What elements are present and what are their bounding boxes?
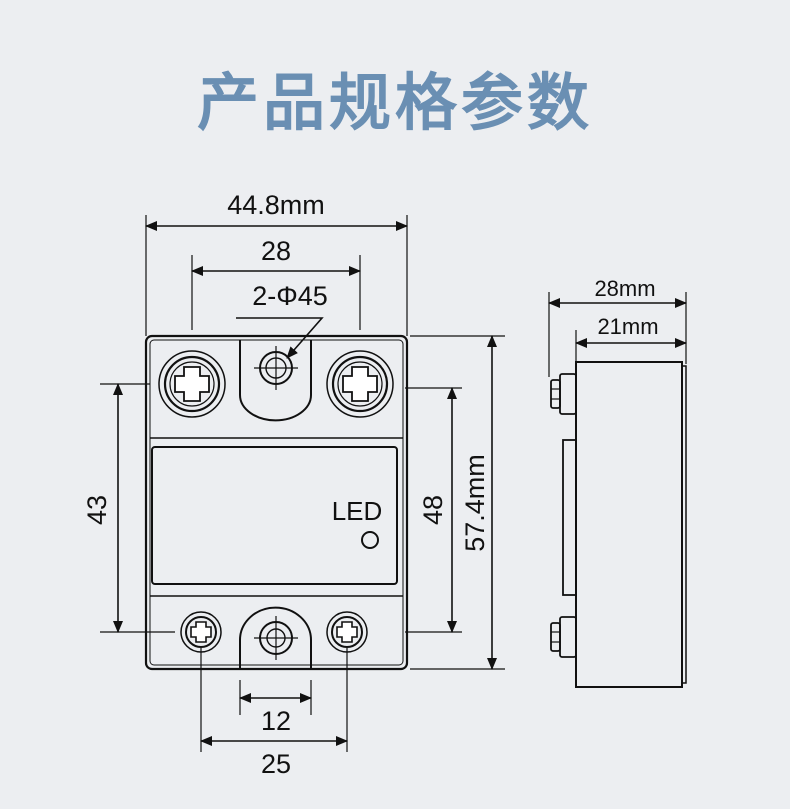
side-screw-bottom <box>550 616 577 658</box>
control-screw-left <box>180 611 222 653</box>
dim-side-body-depth: 21mm <box>597 314 658 339</box>
dim-mounting-height: 48 <box>418 495 448 525</box>
page-title: 产品规格参数 <box>196 66 593 139</box>
terminal-screw-right <box>326 350 394 418</box>
side-base-plate <box>681 365 687 684</box>
dim-terminal-spacing: 43 <box>82 495 112 525</box>
side-body <box>575 361 683 688</box>
dim-side-overall-depth: 28mm <box>594 276 655 301</box>
dim-bottom-notch: 12 <box>261 706 291 736</box>
terminal-screw-left <box>158 350 226 418</box>
side-view <box>548 292 687 688</box>
dim-hole-spacing: 28 <box>261 236 291 266</box>
led-label: LED <box>332 496 383 526</box>
dim-overall-height: 57.4mm <box>460 454 490 552</box>
relay-body <box>144 334 409 671</box>
control-screw-right <box>326 611 368 653</box>
dim-overall-width: 44.8mm <box>227 190 325 220</box>
dim-bottom-terminal-spacing: 25 <box>261 749 291 779</box>
side-screw-top <box>550 373 577 415</box>
dim-mounting-holes: 2-Φ45 <box>252 281 328 311</box>
front-view <box>100 215 505 752</box>
side-recess <box>562 439 577 596</box>
led-indicator <box>361 531 379 549</box>
display-window <box>151 446 398 585</box>
dimension-lines <box>113 221 497 746</box>
